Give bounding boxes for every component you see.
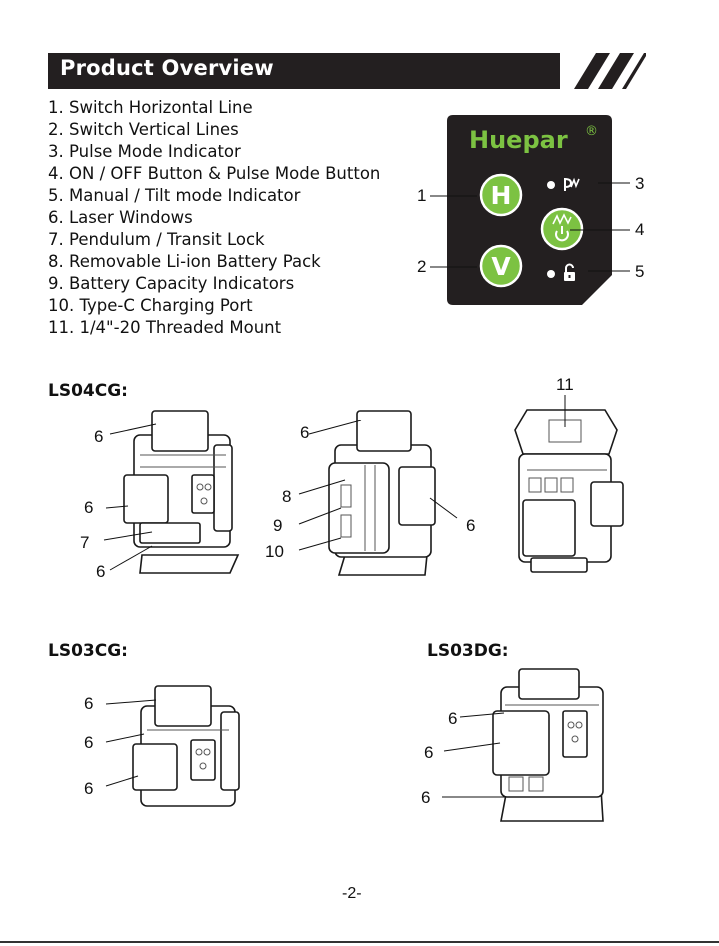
ls04cg-side-callout-lines [298,420,458,551]
horizontal-line-button[interactable]: H [479,173,523,217]
page-title: Product Overview [60,56,274,80]
title-banner: Product Overview [48,53,646,89]
feature-list: 1. Switch Horizontal Line 2. Switch Vert… [48,97,380,339]
label-ls03cg-6a: 6 [84,694,94,713]
feature-item: 2. Switch Vertical Lines [48,120,239,139]
feature-item: 8. Removable Li-ion Battery Pack [48,252,321,271]
feature-item: 5. Manual / Tilt mode Indicator [48,186,301,205]
feature-item: 9. Battery Capacity Indicators [48,274,295,293]
unlock-icon [564,263,575,281]
ls04cg-front-illustration [123,410,240,574]
label-ls04cg-side-8: 8 [282,487,292,506]
pulse-icon [552,213,572,225]
control-panel: Huepar ® H V [447,115,612,305]
pulse-mode-icon [564,177,580,191]
ls04cg-mount-illustration [514,409,624,573]
feature-item: 7. Pendulum / Transit Lock [48,230,265,249]
model-heading-ls04cg: LS04CG: [48,381,128,401]
label-ls04cg-side-9: 9 [273,516,283,535]
label-ls04cg-side-10: 10 [265,542,284,561]
page-number: -2- [342,885,362,902]
power-icon [555,230,569,242]
button-h-label: H [491,181,512,210]
ls03dg-callout-lines [442,712,510,798]
ls03cg-callout-lines [105,699,157,787]
banner-stripes [574,53,646,89]
callout-1: 1 [417,186,427,205]
callout-2: 2 [417,257,427,276]
registered-mark: ® [585,124,598,139]
button-v-label: V [491,252,511,281]
pulse-indicator-led [547,181,555,189]
feature-item: 3. Pulse Mode Indicator [48,142,241,161]
ls04cg-mount-callout-line [564,395,566,427]
label-ls04cg-side-6b: 6 [466,516,476,535]
ls03cg-illustration [132,685,240,807]
model-heading-ls03dg: LS03DG: [427,641,509,661]
feature-item: 1. Switch Horizontal Line [48,98,253,117]
bottom-rule [0,941,719,943]
model-heading-ls03cg: LS03CG: [48,641,128,661]
label-ls04cg-front-7: 7 [80,533,90,552]
power-pulse-button[interactable] [540,207,584,251]
label-ls04cg-mount-11: 11 [556,375,574,394]
callout-5: 5 [635,262,645,281]
ls04cg-side-illustration [328,410,436,576]
label-ls04cg-side-6a: 6 [300,423,310,442]
label-ls03dg-6a: 6 [448,709,458,728]
label-ls03dg-6b: 6 [424,743,434,762]
panel-callout-lines [430,182,630,272]
callout-4: 4 [635,220,645,239]
label-ls03dg-6c: 6 [421,788,431,807]
tilt-indicator-led [547,270,555,278]
label-ls04cg-front-6b: 6 [84,498,94,517]
feature-item: 11. 1/4"-20 Threaded Mount [48,318,282,337]
label-ls03cg-6b: 6 [84,733,94,752]
label-ls04cg-front-6a: 6 [94,427,104,446]
feature-item: 4. ON / OFF Button & Pulse Mode Button [48,164,381,183]
ls04cg-front-callout-lines [103,423,157,571]
vertical-lines-button[interactable]: V [479,244,523,288]
ls03dg-illustration [492,668,604,822]
title-bar: Product Overview [48,53,560,89]
label-ls04cg-front-6c: 6 [96,562,106,581]
brand-logo: Huepar [469,126,568,154]
feature-item: 6. Laser Windows [48,208,193,227]
feature-item: 10. Type-C Charging Port [48,296,253,315]
label-ls03cg-6c: 6 [84,779,94,798]
callout-3: 3 [635,174,645,193]
